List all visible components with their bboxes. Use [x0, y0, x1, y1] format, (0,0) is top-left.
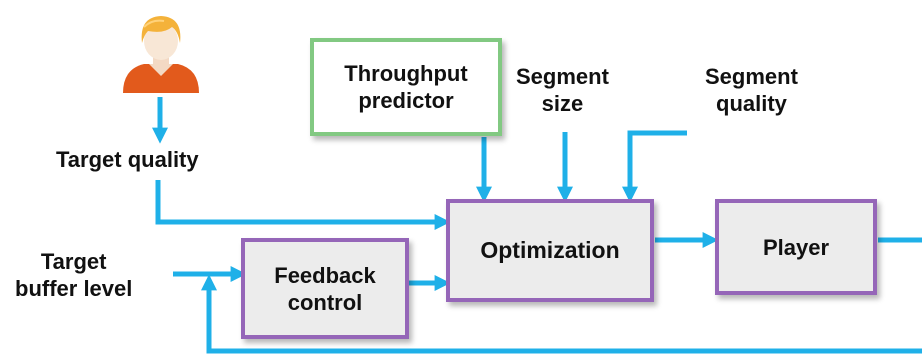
segment-quality-line-1: Segment [705, 64, 798, 89]
optimization-label: Optimization [480, 237, 620, 263]
player-block: Player [715, 199, 877, 295]
user-avatar-icon [123, 16, 199, 93]
target-quality-text: Target quality [56, 147, 199, 172]
arrow-segment-quality-to-optimization [621, 130, 687, 203]
feedback-control-line-1: Feedback [274, 262, 376, 288]
target-quality-label: Target quality [56, 146, 199, 173]
arrow-target-quality-to-optimization [155, 180, 451, 231]
segment-size-line-2: size [541, 91, 584, 116]
throughput-predictor-line-2: predictor [358, 88, 454, 113]
throughput-predictor-block: Throughput predictor [310, 38, 502, 136]
feedback-control-block: Feedback control [241, 238, 409, 339]
segment-size-label: Segment size [516, 63, 609, 117]
segment-quality-label: Segment quality [705, 63, 798, 117]
segment-quality-line-2: quality [716, 91, 787, 116]
player-label: Player [762, 234, 830, 260]
optimization-block: Optimization [446, 199, 654, 302]
feedback-control-line-2: control [287, 289, 363, 315]
target-buffer-level-label: Target buffer level [15, 248, 132, 302]
target-buffer-level-line-1: Target [40, 249, 107, 274]
feedback-loop-line [200, 274, 922, 354]
target-buffer-level-line-2: buffer level [15, 276, 133, 301]
throughput-predictor-line-1: Throughput [344, 61, 468, 86]
segment-size-line-1: Segment [516, 64, 609, 89]
